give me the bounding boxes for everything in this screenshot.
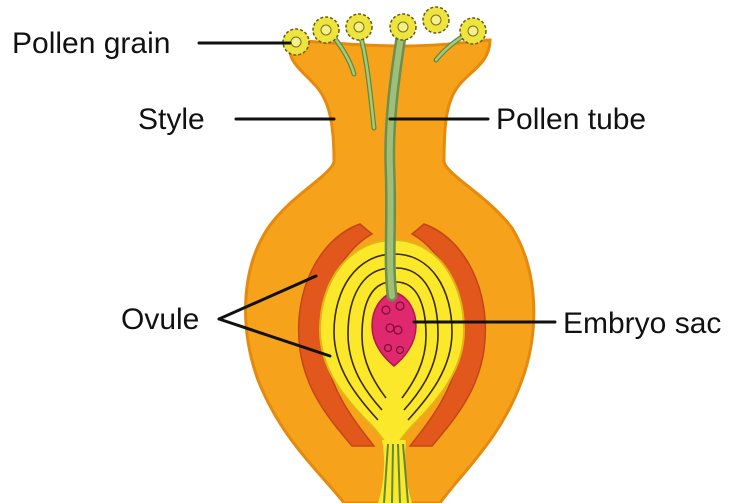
label-pollen-grain: Pollen grain — [12, 27, 170, 60]
label-embryo-sac: Embryo sac — [563, 307, 721, 340]
label-ovule: Ovule — [121, 303, 199, 336]
label-style: Style — [138, 103, 205, 136]
label-pollen-tube: Pollen tube — [496, 103, 646, 136]
